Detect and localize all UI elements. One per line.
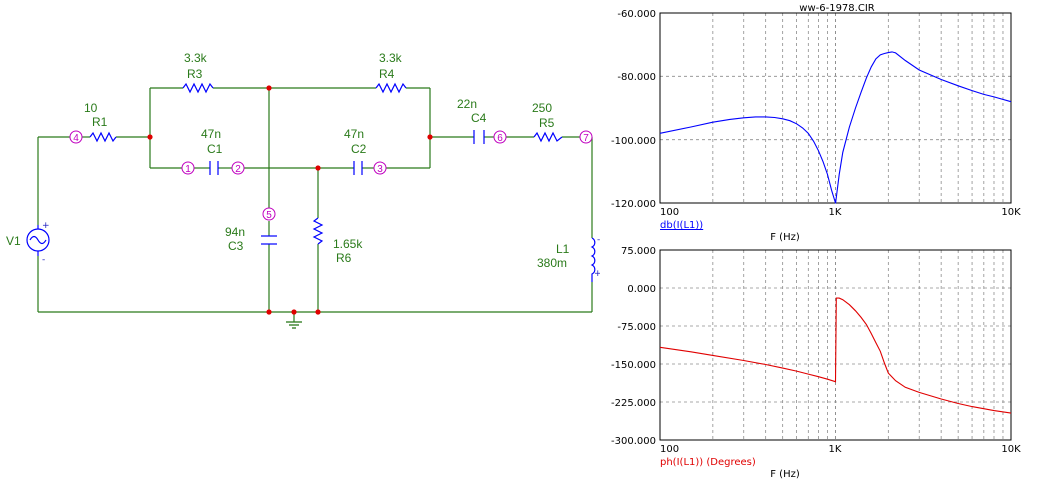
r1-ref: R1 — [92, 115, 108, 129]
x-axis-label: F (Hz) — [770, 469, 800, 480]
c4-ref: C4 — [471, 111, 487, 125]
x-tick-label: 100 — [660, 444, 679, 455]
x-tick-label: 1K — [829, 444, 842, 455]
capacitor-c3[interactable] — [261, 235, 277, 245]
magnitude-legend: db(I(L1)) — [660, 220, 703, 231]
resistor-r5[interactable] — [533, 131, 563, 143]
svg-text:5: 5 — [266, 210, 272, 221]
r3-ref: R3 — [187, 67, 203, 81]
magnitude-series-line — [659, 51, 1012, 204]
inductor-l1[interactable] — [590, 237, 596, 282]
resistor-r1[interactable] — [89, 131, 117, 143]
y-tick-label: -150.000 — [611, 360, 656, 371]
junction-dots — [147, 85, 433, 315]
capacitor-c1[interactable] — [209, 161, 219, 175]
node-1[interactable]: 1 — [181, 161, 195, 175]
v1-minus-pin: - — [42, 255, 45, 265]
c2-ref: C2 — [351, 142, 367, 156]
x-tick-label: 10K — [1001, 444, 1021, 455]
r3-value: 3.3k — [184, 51, 208, 65]
voltage-source-v1[interactable] — [26, 225, 50, 256]
junction-dot — [147, 134, 153, 140]
ground-symbol — [286, 321, 302, 329]
v1-plus-pin: + — [42, 221, 50, 231]
svg-text:7: 7 — [583, 133, 589, 144]
r4-value: 3.3k — [379, 51, 403, 65]
y-tick-label: -100.000 — [611, 136, 656, 147]
x-tick-label: 10K — [1001, 207, 1021, 218]
junction-dot — [266, 309, 272, 315]
resistor-r3[interactable] — [182, 82, 214, 94]
phase-plot[interactable]: 75.000 0.000 -75.000 -150.000 -225.000 -… — [611, 246, 1021, 480]
x-axis-label: F (Hz) — [770, 232, 800, 243]
magnitude-grid — [660, 13, 1011, 203]
capacitor-c2[interactable] — [353, 161, 363, 175]
c2-value: 47n — [344, 127, 364, 141]
y-tick-label: -75.000 — [617, 322, 656, 333]
svg-text:4: 4 — [73, 133, 79, 144]
l1-ref: L1 — [556, 242, 570, 256]
svg-text:6: 6 — [497, 133, 503, 144]
node-6[interactable]: 6 — [493, 130, 507, 144]
junction-dot — [291, 309, 297, 315]
y-tick-label: -225.000 — [611, 398, 656, 409]
node-4[interactable]: 4 — [69, 130, 83, 144]
c1-value: 47n — [201, 127, 221, 141]
y-tick-label: -80.000 — [617, 72, 656, 83]
r5-ref: R5 — [539, 116, 555, 130]
node-7[interactable]: 7 — [579, 130, 593, 144]
r5-value: 250 — [532, 101, 552, 115]
c4-value: 22n — [457, 97, 477, 111]
x-tick-label: 100 — [660, 207, 679, 218]
y-tick-label: -120.000 — [611, 199, 656, 210]
schematic: + - - + 4 1 2 3 5 6 7 10 R1 3.3k R3 3.3k… — [6, 51, 600, 329]
plot-title: ww-6-1978.CIR — [799, 3, 874, 14]
resistor-r6[interactable] — [312, 217, 324, 245]
phase-series-line — [659, 297, 1012, 414]
junction-dot — [315, 165, 321, 171]
svg-text:3: 3 — [377, 164, 383, 175]
junction-dot — [315, 309, 321, 315]
node-3[interactable]: 3 — [373, 161, 387, 175]
r4-ref: R4 — [379, 67, 395, 81]
r1-value: 10 — [84, 101, 98, 115]
y-tick-label: -60.000 — [617, 9, 656, 20]
phase-legend: ph(I(L1)) (Degrees) — [660, 457, 756, 468]
y-tick-label: 75.000 — [621, 246, 656, 257]
c3-value: 94n — [225, 225, 245, 239]
magnitude-plot[interactable]: -60.000 -80.000 -100.000 -120.000 100 1K… — [611, 9, 1021, 243]
r6-ref: R6 — [336, 251, 352, 265]
c3-ref: C3 — [228, 239, 244, 253]
phase-frame — [659, 249, 1012, 441]
capacitor-c4[interactable] — [473, 130, 485, 144]
x-tick-label: 1K — [829, 207, 842, 218]
y-tick-label: 0.000 — [627, 284, 656, 295]
junction-dot — [266, 85, 272, 91]
y-tick-label: -300.000 — [611, 436, 656, 447]
v1-ref: V1 — [6, 234, 21, 248]
l1-minus-pin: - — [597, 235, 600, 245]
svg-text:2: 2 — [235, 164, 241, 175]
c1-ref: C1 — [207, 142, 223, 156]
junction-dot — [427, 134, 433, 140]
l1-value: 380m — [537, 256, 567, 270]
r6-value: 1.65k — [333, 237, 363, 251]
magnitude-frame — [659, 12, 1012, 204]
wires — [37, 87, 593, 322]
node-5[interactable]: 5 — [262, 207, 276, 221]
resistor-r4[interactable] — [375, 82, 407, 94]
l1-plus-pin: + — [594, 269, 600, 279]
node-2[interactable]: 2 — [231, 161, 245, 175]
svg-text:1: 1 — [185, 164, 191, 175]
